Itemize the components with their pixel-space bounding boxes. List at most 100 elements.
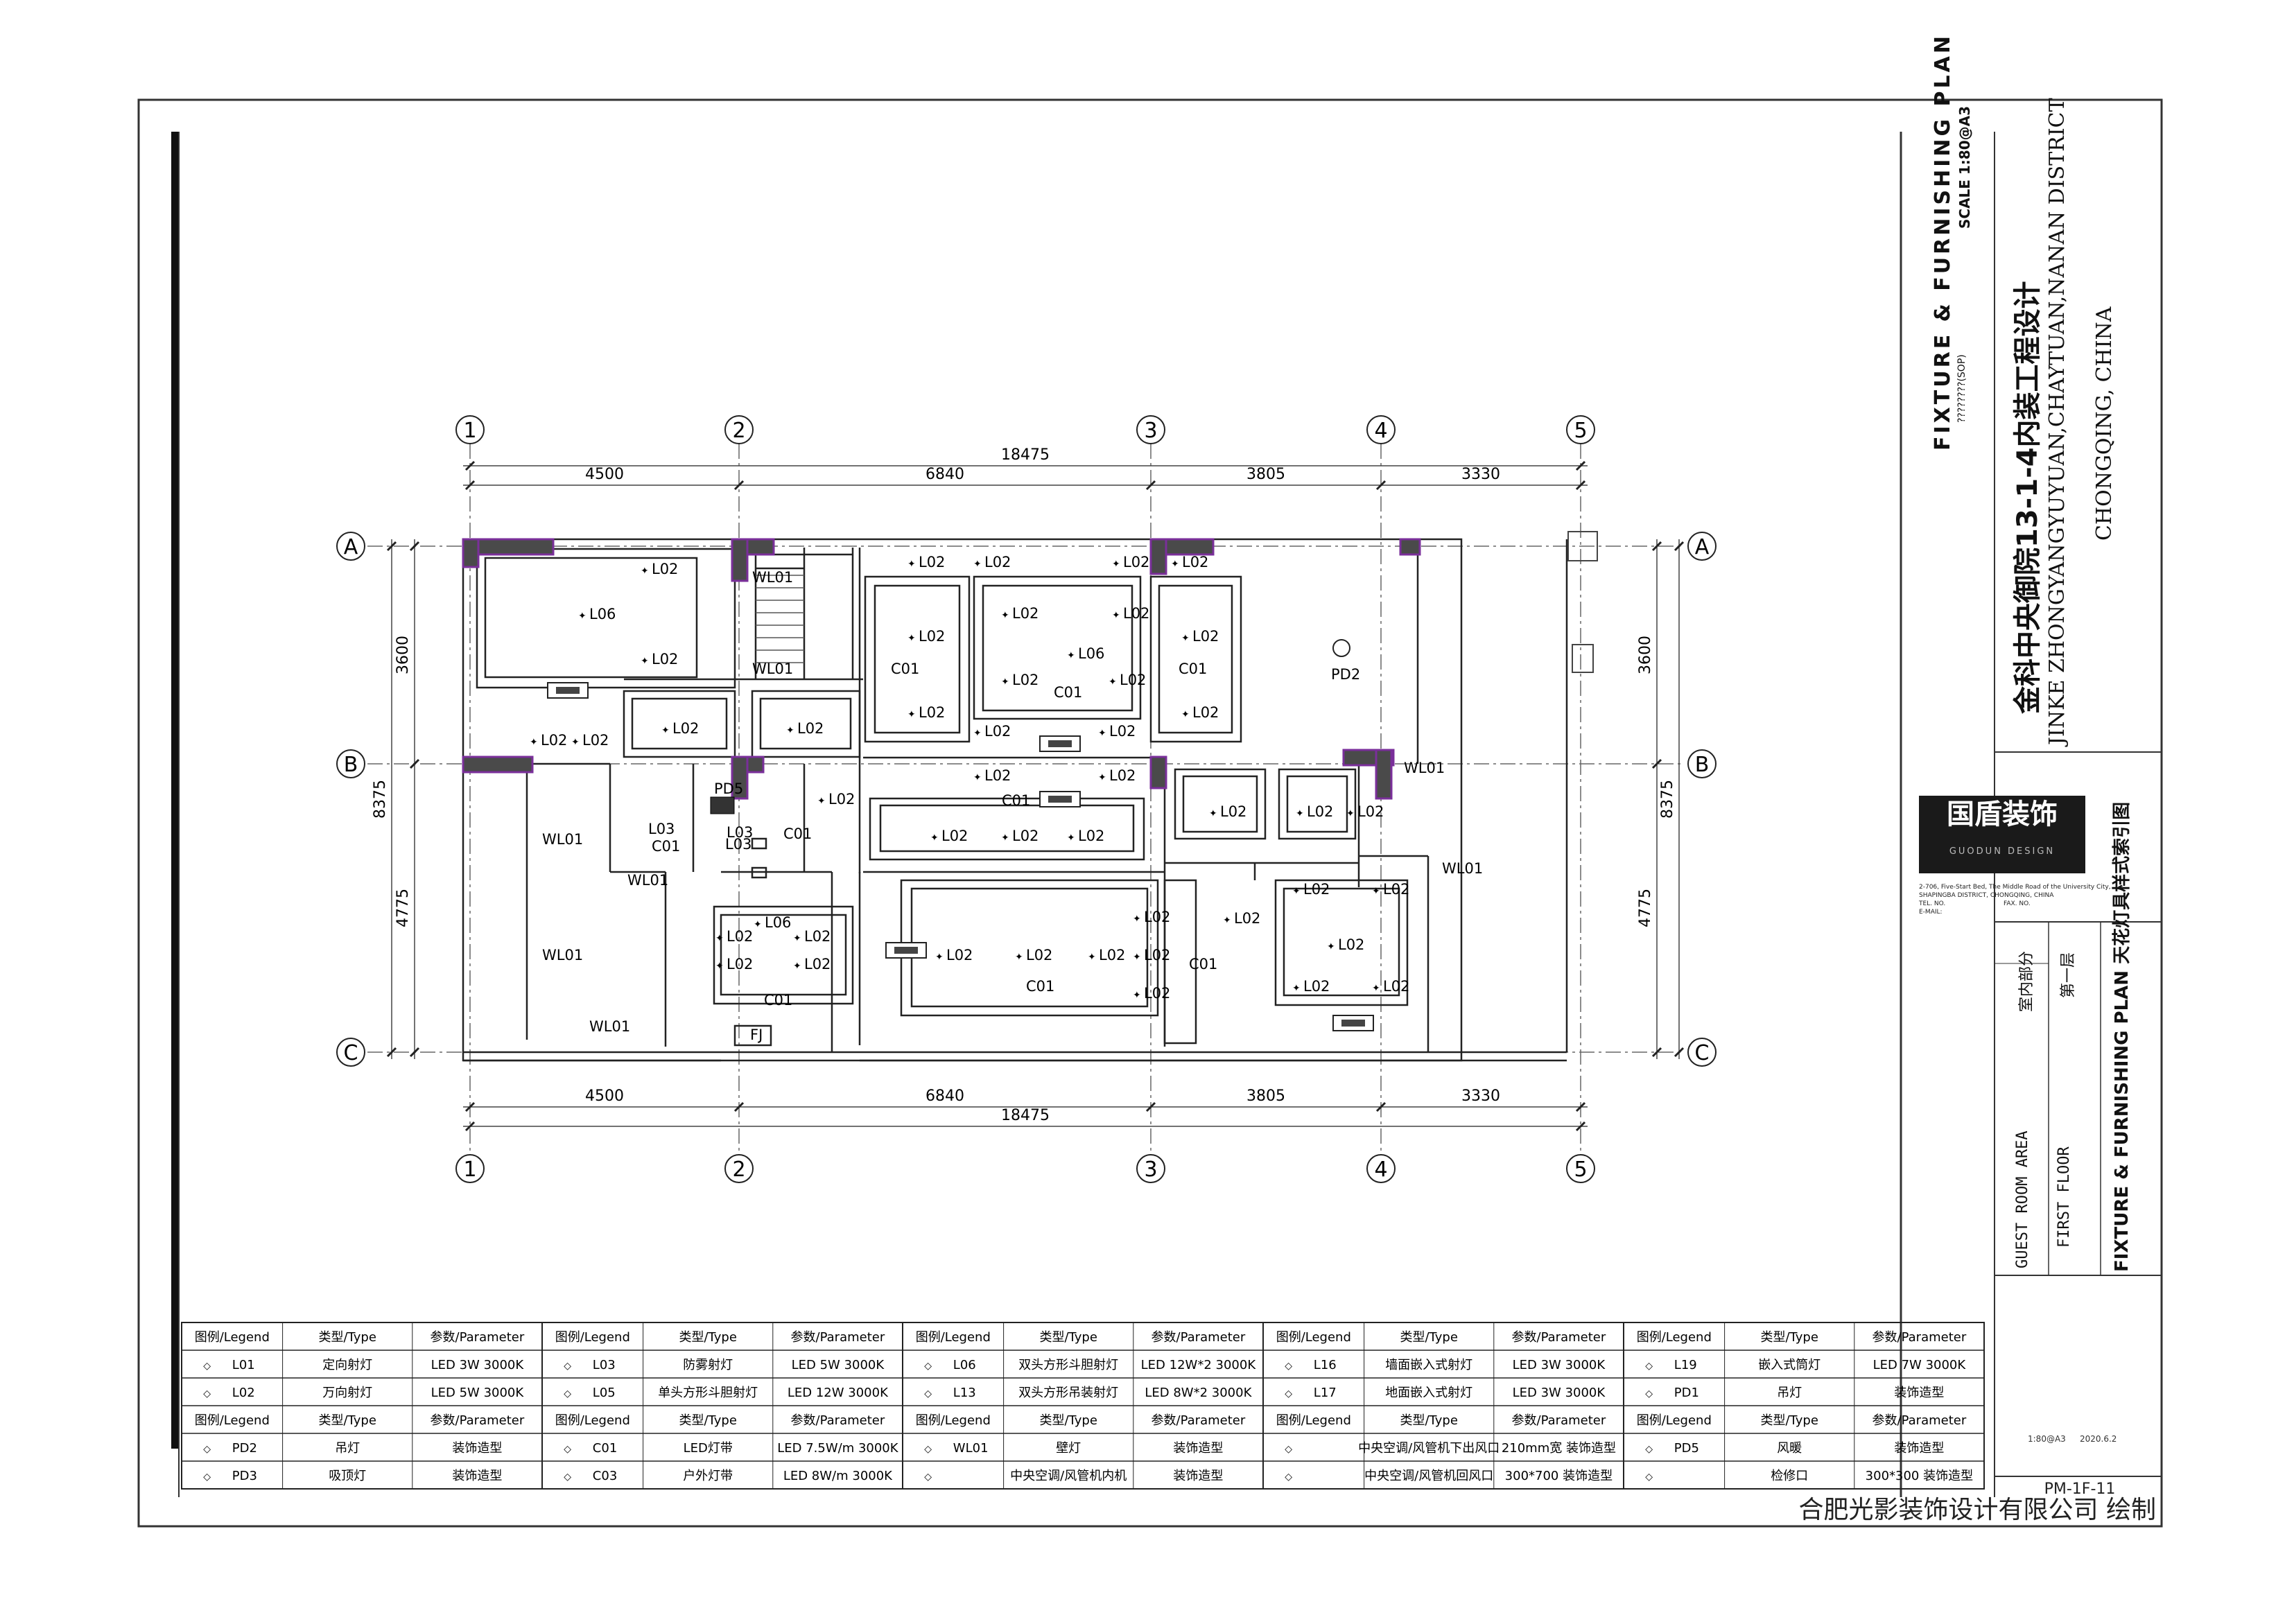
column-box <box>1567 531 1598 561</box>
footer-credit: 合肥光影装饰设计有限公司 绘制 <box>1799 1496 2156 1524</box>
fixtures: ✦L02✦L02✦L02✦L02✦L02✦L02✦L02✦L02✦L02✦L02… <box>530 554 1483 1043</box>
fixture-symbol: ✦ <box>1171 559 1179 570</box>
grid-bubble <box>724 415 754 444</box>
dim-top-label: 6840 <box>926 466 964 483</box>
legend-header: 参数/Parameter <box>1512 1330 1606 1345</box>
fixture-label: L02 <box>1144 947 1170 963</box>
dim-bottom-label: 4500 <box>585 1088 624 1105</box>
legend-symbol: ◇ <box>203 1361 211 1372</box>
wall-rect <box>864 575 971 743</box>
grid-bubble <box>724 1154 754 1183</box>
legend-symbol: ◇ <box>564 1472 571 1483</box>
grid-label-row: B <box>344 753 358 777</box>
grid-label-row: B <box>1695 753 1710 777</box>
fixture-label: C01 <box>1002 792 1030 809</box>
dim-top-total-tick <box>464 460 476 471</box>
fixture-label: L02 <box>1078 828 1104 844</box>
dim-right-label: 3600 <box>1637 636 1654 674</box>
fixture-label: WL01 <box>542 831 583 848</box>
fixture-label: L02 <box>919 628 945 645</box>
legend-code: WL01 <box>953 1441 989 1456</box>
project-name-en: JINKE ZHONGYANGYUYUAN,CHAYTUAN,NANAN DIS… <box>2045 98 2069 745</box>
legend-header: 类型/Type <box>1039 1330 1097 1345</box>
grid-bubble <box>1687 1038 1717 1067</box>
fixture-label: L02 <box>919 704 945 721</box>
dim-left-tick <box>409 758 420 769</box>
sheet-title: FIXTURE & FURNISHING PLAN 天花灯具样式索引图 <box>2112 801 2132 1272</box>
dim-bottom-label: 3330 <box>1461 1088 1500 1105</box>
dim-left-total-tick <box>386 541 397 552</box>
legend-param: LED 7.5W/m 3000K <box>777 1441 899 1456</box>
legend-param: 装饰造型 <box>1173 1441 1223 1456</box>
fixture-symbol: ✦ <box>786 725 794 736</box>
grid-label-col: 5 <box>1574 419 1587 443</box>
dim-bottom-total-label: 18475 <box>1001 1107 1050 1124</box>
fixture-label: L02 <box>984 554 1011 570</box>
legend-symbol: ◇ <box>924 1361 932 1372</box>
legend-code: L05 <box>593 1386 616 1400</box>
legend-symbol: ◇ <box>203 1444 211 1455</box>
dim-top-label: 4500 <box>585 466 624 483</box>
grid-label-col: 2 <box>732 419 745 443</box>
wall-rect <box>623 690 736 758</box>
legend-type: 检修口 <box>1771 1469 1808 1483</box>
fixture-label: L03 <box>727 824 753 841</box>
legend-code: C03 <box>593 1469 617 1483</box>
grid-bubble <box>1566 415 1595 444</box>
structural-column <box>462 538 480 568</box>
legend-type: 吊灯 <box>1777 1386 1802 1400</box>
fixture-symbol: ✦ <box>1112 559 1120 570</box>
legend-code: PD3 <box>232 1469 257 1483</box>
wall-rect <box>484 557 698 679</box>
fixture-symbol: ✦ <box>1098 772 1106 783</box>
fixture-symbol: ✦ <box>1292 886 1301 897</box>
legend-header: 参数/Parameter <box>791 1330 885 1345</box>
grid-label-row: C <box>344 1041 358 1065</box>
legend-code: L03 <box>593 1358 616 1372</box>
legend-header: 类型/Type <box>318 1330 376 1345</box>
fixture-label: C01 <box>764 992 792 1009</box>
legend-param: LED 8W/m 3000K <box>783 1469 893 1483</box>
legend-header: 类型/Type <box>679 1413 736 1428</box>
drawing-scale: SCALE 1:80@A3 <box>1956 105 1973 229</box>
fixture-symbol: ✦ <box>935 952 944 963</box>
dim-right-total-label: 8375 <box>1659 780 1676 819</box>
fixture-label: PD2 <box>1331 666 1360 683</box>
legend-header: 类型/Type <box>1760 1330 1818 1345</box>
structural-column <box>1375 749 1393 800</box>
wall-rect <box>1274 879 1409 1006</box>
legend-header: 图例/Legend <box>195 1413 270 1428</box>
fax-label: FAX. NO. <box>2004 900 2031 907</box>
legend-code: L17 <box>1314 1386 1337 1400</box>
pd5-symbol <box>710 796 735 814</box>
legend-type: 中央空调/风管机回风口 <box>1364 1469 1493 1483</box>
legend-code: PD1 <box>1674 1386 1699 1400</box>
wall-rect <box>869 797 1145 861</box>
legend-type: 嵌入式筒灯 <box>1758 1358 1821 1372</box>
wall-rect <box>733 1024 772 1047</box>
legend-symbol: ◇ <box>1285 1388 1292 1399</box>
legend-type: 地面嵌入式射灯 <box>1385 1386 1472 1400</box>
grid-label-col: 1 <box>463 1158 476 1182</box>
fixture-label: WL01 <box>752 661 793 677</box>
fixture-label: L06 <box>765 914 791 931</box>
fixture-symbol: ✦ <box>1346 808 1355 819</box>
fixture-symbol: ✦ <box>1088 952 1096 963</box>
wall-rect <box>982 584 1133 712</box>
fixture-label: L02 <box>1192 628 1219 645</box>
fixture-label: L02 <box>1303 881 1330 898</box>
legend-header: 图例/Legend <box>555 1330 630 1345</box>
wall-rect <box>1286 775 1348 833</box>
fixture-label: L02 <box>1192 704 1219 721</box>
fixture-label: L02 <box>1012 828 1039 844</box>
address-line-1: 2-706, Five-Start Bed, The Middle Road o… <box>1919 884 2111 891</box>
fixture-symbol: ✦ <box>1181 709 1190 720</box>
grid-label-col: 4 <box>1374 1158 1387 1182</box>
legend-header: 图例/Legend <box>916 1413 991 1428</box>
fixture-label: C01 <box>783 826 812 842</box>
legend-header: 参数/Parameter <box>791 1413 885 1428</box>
structural-column <box>1399 538 1421 556</box>
legend-param: LED 3W 3000K <box>1513 1386 1606 1400</box>
